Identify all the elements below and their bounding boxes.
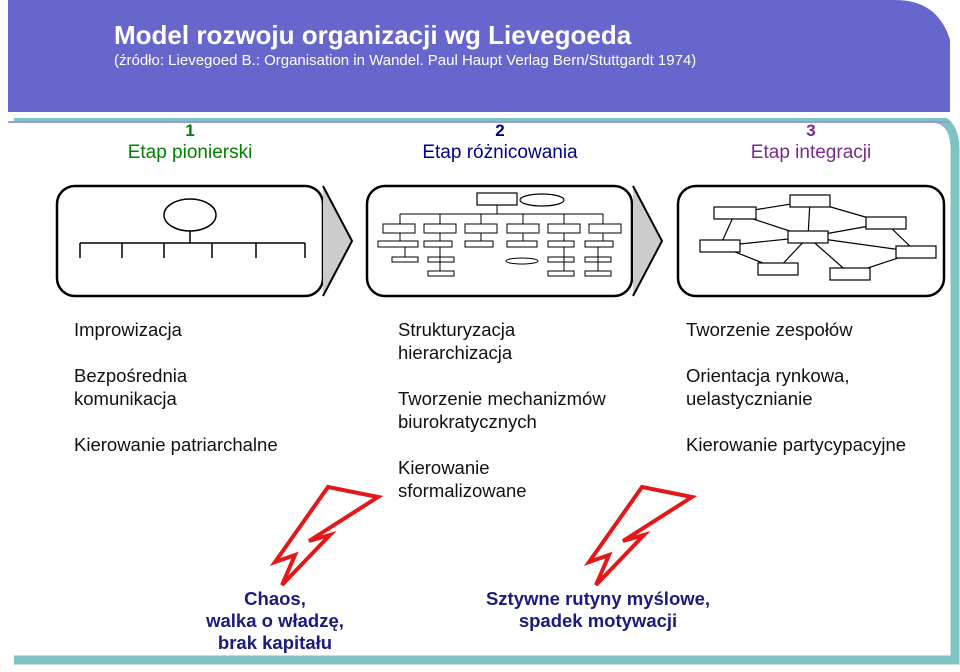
- slide-title: Model rozwoju organizacji wg Lievegoeda: [114, 20, 632, 50]
- teal-frame: [14, 113, 960, 665]
- feature-item: Tworzenie mechanizmów biurokratycznych: [398, 388, 606, 432]
- stage-label: Etap pionierski: [127, 142, 253, 163]
- feature-item: Kierowanie patriarchalne: [74, 434, 278, 455]
- stage3-diagram: [676, 184, 946, 298]
- stage-1-features: Improwizacja Bezpośrednia komunikacja Ki…: [74, 318, 324, 479]
- stage-number: 3: [806, 121, 816, 140]
- stage-label: Etap integracji: [750, 142, 872, 163]
- feature-item: Improwizacja: [74, 319, 182, 340]
- arrow-chevron-2: [632, 185, 664, 297]
- arrow-chevron-1: [322, 185, 354, 297]
- stage-number: 2: [495, 121, 505, 140]
- stage-2-features: Strukturyzacja hierarchizacja Tworzenie …: [398, 318, 658, 525]
- feature-item: Orientacja rynkowa, uelastycznianie: [686, 365, 850, 409]
- feature-item: Bezpośrednia komunikacja: [74, 365, 188, 409]
- stage-3-features: Tworzenie zespołów Orientacja rynkowa, u…: [686, 318, 950, 479]
- lightning-icon-2: [583, 484, 698, 587]
- feature-item: Kierowanie sformalizowane: [398, 457, 527, 501]
- lightning-icon-1: [269, 484, 384, 587]
- stage-label: Etap różnicowania: [422, 142, 578, 163]
- stage-2-heading: 2 Etap różnicowania: [380, 120, 620, 164]
- crisis-2-text: Sztywne rutyny myślowe, spadek motywacji: [485, 588, 711, 631]
- feature-item: Kierowanie partycypacyjne: [686, 434, 907, 455]
- source-citation: (źródło: Lievegoed B.: Organisation in W…: [114, 52, 697, 69]
- stage-3-heading: 3 Etap integracji: [691, 120, 931, 164]
- crisis-1-text: Chaos, walka o władzę, brak kapitału: [206, 588, 344, 653]
- title-banner: [8, 0, 950, 112]
- feature-item: Strukturyzacja hierarchizacja: [398, 319, 516, 363]
- leader-node: [163, 198, 217, 232]
- stage-number: 1: [185, 121, 195, 140]
- stage-1-heading: 1 Etap pionierski: [70, 120, 310, 164]
- stage1-diagram: [55, 184, 325, 298]
- stage2-diagram: [365, 184, 634, 298]
- feature-item: Tworzenie zespołów: [686, 319, 853, 340]
